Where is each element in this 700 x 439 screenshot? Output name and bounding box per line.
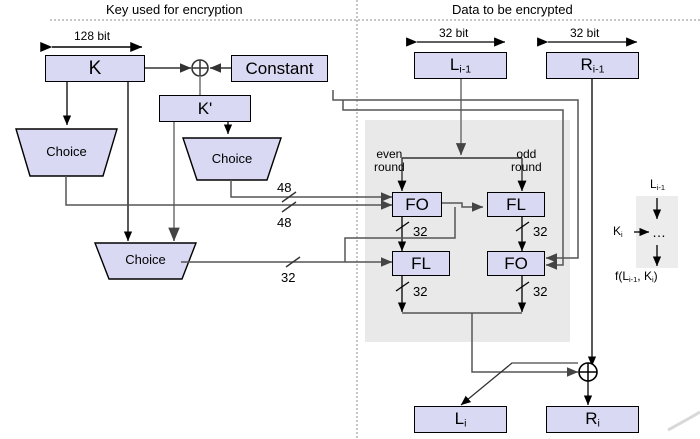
data-block-r-in: Ri-1 bbox=[546, 52, 639, 79]
choice-bottom-shape bbox=[93, 242, 198, 280]
even-round-label: even round bbox=[374, 147, 405, 174]
legend-key-label: Ki bbox=[613, 224, 623, 239]
data-block-r-in-label: Ri-1 bbox=[580, 55, 605, 76]
dimension-label-128bit: 128 bit bbox=[74, 29, 111, 43]
unit-fo-odd-bottom-label: FO bbox=[504, 253, 528, 273]
unit-fl-odd-top-label: FL bbox=[506, 194, 526, 214]
key-block-k-label: K bbox=[88, 57, 102, 79]
key-block-constant: Constant bbox=[231, 55, 328, 82]
choice-right-label: Choice bbox=[211, 151, 253, 166]
dimension-label-32bit-right: 32 bit bbox=[570, 26, 600, 40]
choice-left-shape bbox=[15, 128, 118, 177]
bus-slash-48b bbox=[281, 201, 297, 213]
unit-fo-even-top: FO bbox=[392, 192, 442, 217]
data-block-l-in-label: Li-1 bbox=[449, 55, 472, 76]
section-title-key: Key used for encryption bbox=[106, 2, 243, 17]
wire-feedback-outer bbox=[332, 90, 579, 263]
odd-round-label: odd round bbox=[511, 147, 542, 174]
wire-fl-left-in bbox=[344, 207, 456, 240]
unit-fl-even-bottom: FL bbox=[392, 251, 450, 276]
unit-fl-odd-top: FL bbox=[487, 192, 545, 217]
unit-fo-odd-bottom: FO bbox=[487, 251, 545, 276]
bus-label-32-a: 32 bbox=[413, 224, 428, 239]
data-block-r-out-label: Ri bbox=[585, 409, 600, 430]
corner-watermark bbox=[667, 410, 700, 432]
legend-input-label: Li-1 bbox=[650, 177, 665, 192]
choice-right-shape bbox=[182, 137, 282, 181]
legend-output-label: f(Li-1, Ki) bbox=[615, 269, 658, 284]
bus-slash-48a bbox=[281, 191, 297, 203]
unit-fo-even-top-label: FO bbox=[405, 194, 429, 214]
wire-cross-to-lout bbox=[460, 362, 578, 406]
dimension-label-32bit-left: 32 bit bbox=[439, 26, 469, 40]
bus-slash-32key bbox=[285, 256, 301, 268]
unit-fl-even-bottom-label: FL bbox=[411, 253, 431, 273]
data-block-l-out-label: Li bbox=[454, 409, 467, 430]
bus-label-32-b: 32 bbox=[533, 224, 548, 239]
bus-label-48-lower: 48 bbox=[277, 215, 292, 230]
section-title-data: Data to be encrypted bbox=[452, 2, 573, 17]
choice-left-label: Choice bbox=[46, 144, 87, 159]
wire-merge-to-xor bbox=[471, 313, 579, 377]
wire-choice-right-out bbox=[230, 180, 393, 202]
key-block-constant-label: Constant bbox=[245, 58, 314, 78]
bus-slash-fo-top bbox=[395, 221, 410, 232]
bus-slash-fl-top bbox=[515, 221, 530, 232]
wire-fo-top-to-fl-top bbox=[441, 202, 484, 212]
bus-label-48-upper: 48 bbox=[277, 180, 292, 195]
data-block-r-out: Ri bbox=[546, 406, 639, 433]
key-block-kprime-label: K' bbox=[197, 98, 213, 118]
bus-slash-fl-bottom bbox=[395, 281, 410, 292]
legend-ellipsis: … bbox=[652, 224, 667, 240]
bus-label-32-key: 32 bbox=[281, 270, 296, 285]
key-block-k: K bbox=[45, 55, 145, 82]
key-block-kprime: K' bbox=[159, 95, 251, 122]
data-block-l-out: Li bbox=[414, 406, 507, 433]
wire-choice-left-out bbox=[65, 176, 393, 210]
bus-label-32-c: 32 bbox=[413, 284, 428, 299]
bus-slash-fo-bottom bbox=[515, 281, 530, 292]
bus-label-32-d: 32 bbox=[533, 284, 548, 299]
choice-bottom-label: Choice bbox=[125, 252, 166, 267]
wire-feedback-inner bbox=[342, 100, 564, 270]
data-block-l-in: Li-1 bbox=[414, 52, 507, 79]
